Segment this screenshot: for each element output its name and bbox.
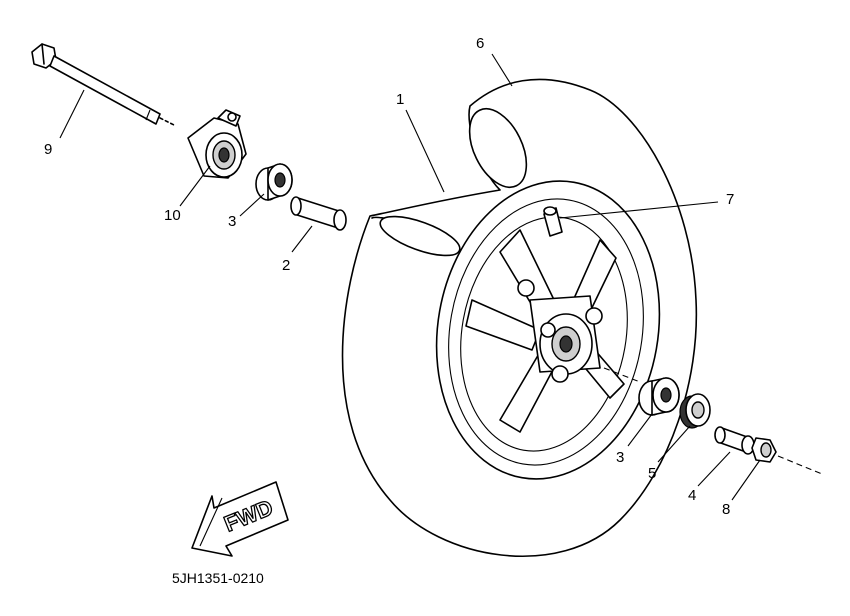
right-collar: [714, 426, 755, 455]
fwd-arrow: FWD: [191, 481, 289, 557]
callout-labels: 1 2 3 3 4 5 6 7 8 9 10: [44, 35, 734, 518]
callout-4: 4: [688, 487, 696, 504]
callout-7: 7: [726, 191, 734, 208]
callout-3-left: 3: [228, 213, 236, 230]
diagram-code: 5JH1351-0210: [172, 570, 264, 586]
callout-8: 8: [722, 501, 730, 518]
callout-6: 6: [476, 35, 484, 52]
speedometer-gear-unit: [187, 109, 247, 179]
axle-bolt: [31, 43, 177, 127]
axle-center-line: [603, 367, 823, 475]
left-bearing: [255, 163, 293, 201]
callout-10: 10: [164, 207, 181, 224]
callout-9: 9: [44, 141, 52, 158]
callout-1: 1: [396, 91, 404, 108]
oil-seal: [679, 393, 711, 429]
axle-nut: [751, 437, 777, 463]
callout-2: 2: [282, 257, 290, 274]
left-collar: [290, 196, 347, 231]
callout-3-right: 3: [616, 449, 624, 466]
leader-lines: [59, 53, 761, 501]
callout-5: 5: [648, 465, 656, 482]
cast-wheel: [435, 180, 661, 480]
right-bearing: [638, 377, 680, 416]
